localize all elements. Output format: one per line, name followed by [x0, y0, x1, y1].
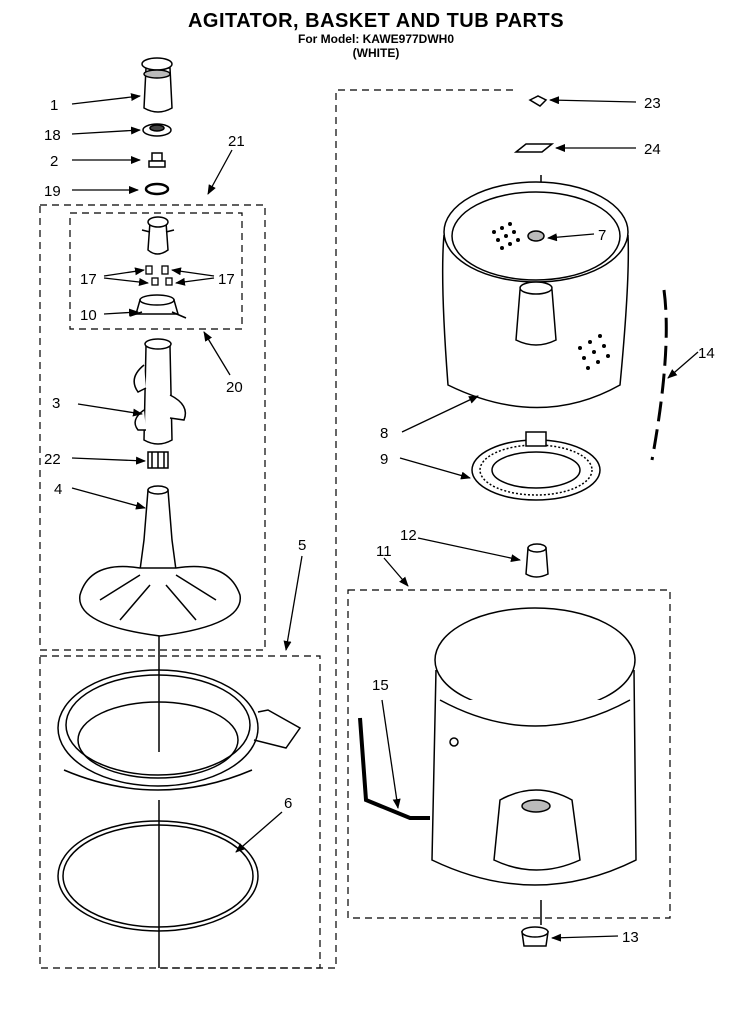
callout-14: 14: [698, 345, 715, 362]
leader-11: [383, 557, 409, 587]
callout-17-right: 17: [218, 271, 235, 288]
clip-part: [528, 95, 548, 107]
agitator-auger-part: [133, 338, 187, 445]
leader-21: [207, 149, 233, 195]
callout-9: 9: [380, 451, 388, 468]
leader-17a2: [103, 277, 149, 286]
callout-1: 1: [50, 97, 58, 114]
leader-6: [235, 811, 283, 853]
color-line: (WHITE): [352, 46, 400, 60]
washer-part: [144, 182, 170, 196]
diagram-header: AGITATOR, BASKET AND TUB PARTS For Model…: [0, 10, 752, 60]
leader-17b2: [175, 277, 215, 286]
callout-6: 6: [284, 795, 292, 812]
callout-21: 21: [228, 133, 245, 150]
agitator-assembly-box: [39, 204, 266, 651]
bushing-part: [525, 543, 549, 578]
callout-5: 5: [298, 537, 306, 554]
leader-12: [417, 537, 521, 563]
nut-part: [513, 143, 555, 153]
strip-part: [650, 289, 668, 461]
leader-7: [547, 233, 595, 242]
leader-9: [399, 457, 471, 480]
dog-parts: [145, 265, 173, 286]
diagram-title: AGITATOR, BASKET AND TUB PARTS: [187, 10, 565, 32]
callout-4: 4: [54, 481, 62, 498]
leader-1: [71, 93, 141, 105]
callout-23: 23: [644, 95, 661, 112]
callout-7: 7: [598, 227, 606, 244]
leader-3: [77, 403, 143, 417]
basket-holes: [492, 222, 610, 370]
callout-12: 12: [400, 527, 417, 544]
leader-23: [549, 96, 637, 105]
outer-tub-box: [347, 589, 671, 919]
agitator-cap-part: [141, 57, 173, 113]
callout-18: 18: [44, 127, 61, 144]
basket-part: [441, 181, 630, 409]
agitator-base-part: [79, 485, 241, 637]
callout-8: 8: [380, 425, 388, 442]
leader-20: [203, 331, 231, 376]
callout-2: 2: [50, 153, 58, 170]
callout-3: 3: [52, 395, 60, 412]
leader-17b: [171, 267, 215, 277]
tub-gasket-part: [57, 820, 259, 932]
callout-19: 19: [44, 183, 61, 200]
leader-13: [551, 933, 619, 942]
leader-8: [401, 395, 479, 433]
leader-14: [667, 351, 699, 379]
leader-17a: [103, 267, 145, 277]
cam-base-part: [129, 294, 187, 319]
callout-17-left: 17: [80, 271, 97, 288]
tub-ring-box: [39, 655, 321, 969]
leader-5: [283, 555, 303, 651]
callout-11: 11: [376, 543, 392, 560]
tub-ring-part: [57, 669, 302, 791]
hub-part: [471, 431, 601, 501]
callout-20: 20: [226, 379, 243, 396]
model-line: For Model: KAWE977DWH0: [297, 32, 454, 46]
callout-13: 13: [622, 929, 639, 946]
leader-22: [71, 456, 146, 465]
callout-24: 24: [644, 141, 661, 158]
cap-seal-part: [142, 123, 172, 137]
foot-part: [521, 926, 549, 947]
callout-15: 15: [372, 677, 389, 694]
bearing-part: [147, 451, 169, 469]
bolt-part: [148, 152, 166, 168]
cam-kit-box: [69, 212, 243, 330]
leader-15: [381, 699, 401, 809]
callout-10: 10: [80, 307, 97, 324]
callout-22: 22: [44, 451, 61, 468]
cam-part: [141, 216, 175, 255]
leader-10: [103, 308, 139, 317]
pipe-part: [358, 717, 430, 820]
leader-18: [71, 126, 141, 135]
outer-tub-part: [431, 607, 637, 886]
leader-4: [71, 487, 146, 510]
